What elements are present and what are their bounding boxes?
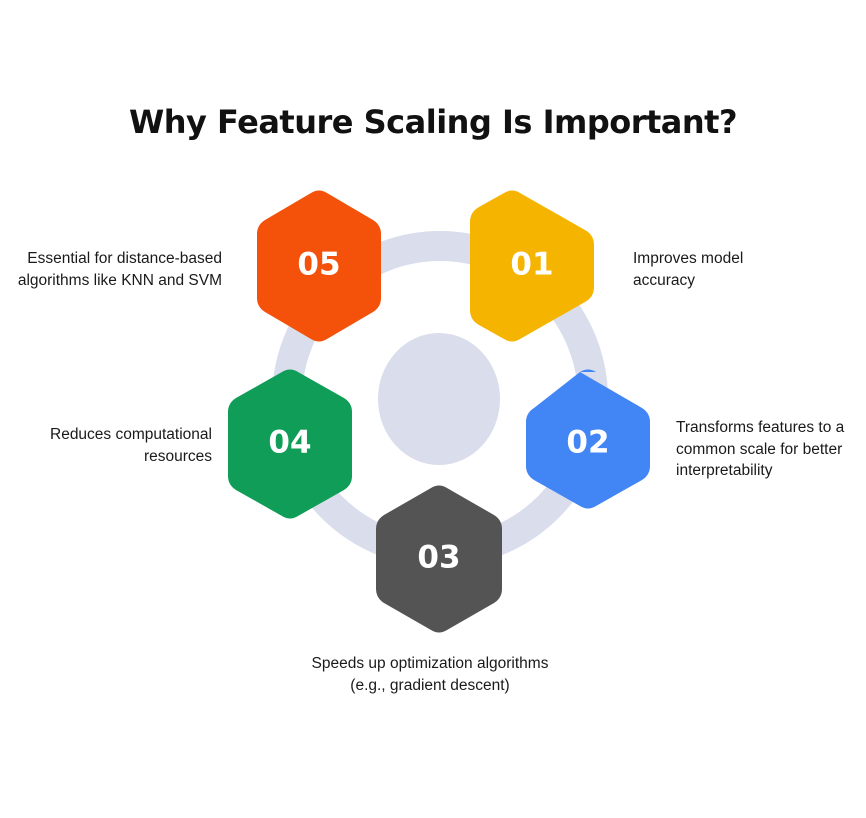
hexagon-05-number: 05 (297, 247, 340, 283)
hexagon-01: 01 (470, 190, 594, 342)
hexagon-03-number: 03 (417, 540, 460, 576)
item-04-text: Reduces computational resources (50, 426, 212, 465)
hexagon-04: 04 (228, 369, 352, 519)
item-01-text: Improves model accuracy (633, 250, 744, 289)
hexagon-01-number: 01 (510, 247, 553, 283)
hexagon-02-shape (526, 369, 650, 509)
center-oval (378, 333, 500, 465)
hexagon-05: 05 (257, 190, 381, 342)
hexagon-02: 02 (526, 369, 650, 509)
item-02-text: Transforms features to a common scale fo… (676, 419, 845, 479)
hexagon-01-shape (470, 190, 594, 342)
hexagon-02-number: 02 (566, 425, 609, 461)
item-03-text: Speeds up optimization algorithms (e.g.,… (311, 655, 549, 694)
hexagon-04-number: 04 (268, 425, 311, 461)
hexagon-03: 03 (376, 485, 502, 633)
page-title: Why Feature Scaling Is Important? (128, 103, 738, 141)
hexagon-05-shape (257, 190, 381, 342)
hexagon-03-shape (376, 485, 502, 633)
item-05-text: Essential for distance-based algorithms … (17, 250, 222, 289)
hexagon-04-shape (228, 369, 352, 519)
